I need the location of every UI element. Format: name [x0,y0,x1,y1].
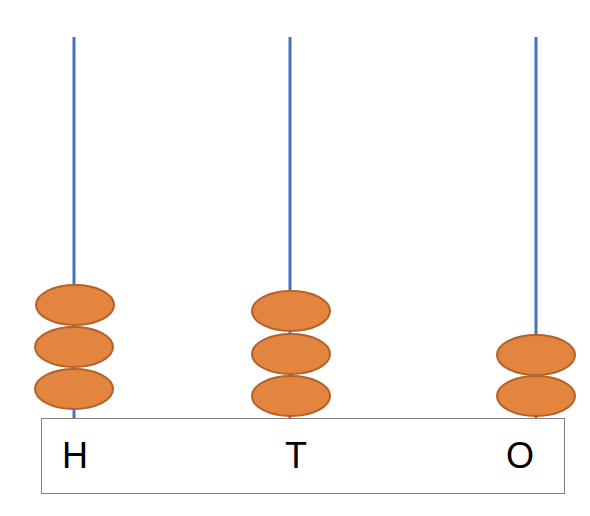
place-value-label: O [506,438,534,474]
bead [35,369,113,409]
place-value-label: T [285,438,307,474]
place-slot: H [35,419,115,493]
bead [252,376,330,416]
abacus-base: HTO [41,418,565,494]
place-value-label: H [62,438,88,474]
bead [35,327,113,367]
bead [36,285,114,325]
bead [497,335,575,375]
bead [497,376,575,416]
place-slot: O [480,419,560,493]
place-slot: T [256,419,336,493]
bead [252,291,330,331]
bead [252,334,330,374]
